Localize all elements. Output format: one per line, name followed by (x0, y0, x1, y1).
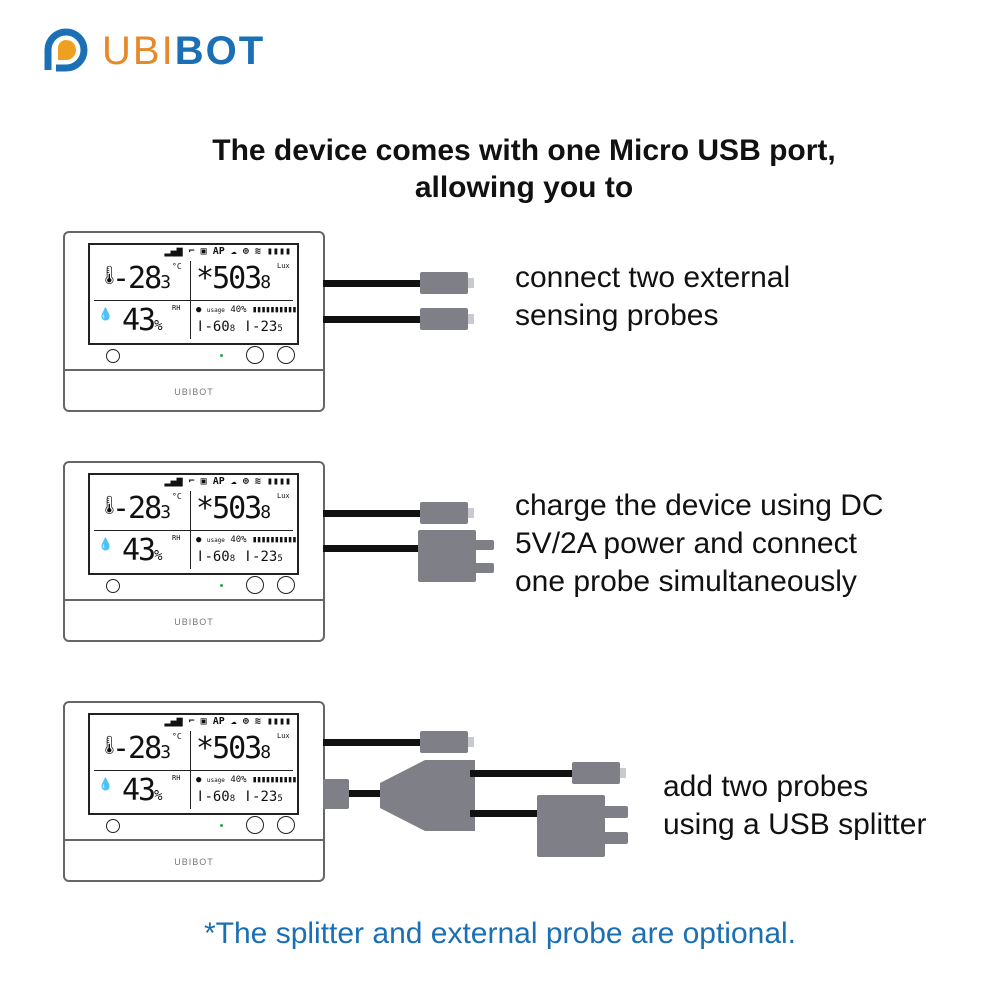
heading-line2: allowing you to (414, 171, 634, 204)
status-led (220, 354, 223, 357)
humidity-value: 43% (122, 773, 163, 808)
logo-text-bot: BOT (174, 28, 266, 73)
rh-label: RH (172, 304, 181, 312)
device-brand: UBIBOT (174, 617, 214, 627)
device-brand: UBIBOT (174, 387, 214, 397)
humidity-icon: 💧 (98, 777, 113, 791)
status-icons: ▂▄▆ ⌐ ▣ AP ☁ ⊕ ≋ ▮▮▮▮ (164, 476, 291, 487)
ubibot-device: ▂▄▆ ⌐ ▣ AP ☁ ⊕ ≋ ▮▮▮▮ 🌡 -283 °C *5038 Lu… (63, 231, 325, 412)
logo-icon (44, 28, 88, 72)
temperature-value: -283 (112, 261, 171, 296)
temperature-value: -283 (112, 731, 171, 766)
usage-readout: ● usage 40% ▮▮▮▮▮▮▮▮▮▮ (196, 305, 297, 315)
humidity-icon: 💧 (98, 537, 113, 551)
usb-splitter (380, 760, 475, 831)
device-button-right[interactable] (277, 816, 295, 834)
rh-label: RH (172, 534, 181, 542)
power-button[interactable] (106, 349, 120, 363)
lux-value: *5038 (196, 491, 271, 526)
status-icons: ▂▄▆ ⌐ ▣ AP ☁ ⊕ ≋ ▮▮▮▮ (164, 246, 291, 257)
probe-connector (420, 272, 468, 294)
heading-line1: The device comes with one Micro USB port… (212, 134, 836, 167)
cable (323, 739, 423, 746)
temperature-value: -283 (112, 491, 171, 526)
ubibot-logo: UBIBOT (40, 26, 265, 76)
usage-readout: ● usage 40% ▮▮▮▮▮▮▮▮▮▮ (196, 535, 297, 545)
lux-value: *5038 (196, 261, 271, 296)
device-button-left[interactable] (246, 816, 264, 834)
lcd-screen: ▂▄▆ ⌐ ▣ AP ☁ ⊕ ≋ ▮▮▮▮ 🌡 -283 °C *5038 Lu… (88, 243, 299, 345)
lcd-screen: ▂▄▆ ⌐ ▣ AP ☁ ⊕ ≋ ▮▮▮▮ 🌡 -283 °C *5038 Lu… (88, 713, 299, 815)
ext-probe-readings: ǀ-608 ǀ-235 (196, 319, 283, 335)
thermometer-icon: 🌡 (98, 495, 121, 516)
status-icons: ▂▄▆ ⌐ ▣ AP ☁ ⊕ ≋ ▮▮▮▮ (164, 716, 291, 727)
lux-unit: Lux (277, 262, 290, 270)
cable (323, 280, 423, 287)
footnote: *The splitter and external probe are opt… (203, 917, 797, 950)
rh-label: RH (172, 774, 181, 782)
device-button-left[interactable] (246, 576, 264, 594)
device-button-left[interactable] (246, 346, 264, 364)
status-led (220, 824, 223, 827)
power-button[interactable] (106, 579, 120, 593)
humidity-icon: 💧 (98, 307, 113, 321)
probe-connector (420, 731, 468, 753)
power-adapter (418, 530, 476, 582)
thermometer-icon: 🌡 (98, 265, 121, 286)
temp-unit: °C (172, 492, 182, 501)
device-button-right[interactable] (277, 346, 295, 364)
humidity-value: 43% (122, 303, 163, 338)
device-brand: UBIBOT (174, 857, 214, 867)
splitter-plug (323, 779, 349, 809)
ext-probe-readings: ǀ-608 ǀ-235 (196, 549, 283, 565)
temp-unit: °C (172, 262, 182, 271)
device-button-right[interactable] (277, 576, 295, 594)
probe-connector (420, 502, 468, 524)
status-led (220, 584, 223, 587)
probe-connector (572, 762, 620, 784)
power-button[interactable] (106, 819, 120, 833)
humidity-value: 43% (122, 533, 163, 568)
power-adapter (537, 795, 605, 857)
cable (323, 510, 423, 517)
cable (323, 545, 423, 552)
cable (323, 316, 423, 323)
lux-value: *5038 (196, 731, 271, 766)
lux-unit: Lux (277, 492, 290, 500)
probe-connector (420, 308, 468, 330)
temp-unit: °C (172, 732, 182, 741)
ext-probe-readings: ǀ-608 ǀ-235 (196, 789, 283, 805)
usage-readout: ● usage 40% ▮▮▮▮▮▮▮▮▮▮ (196, 775, 297, 785)
thermometer-icon: 🌡 (98, 735, 121, 756)
lcd-screen: ▂▄▆ ⌐ ▣ AP ☁ ⊕ ≋ ▮▮▮▮ 🌡 -283 °C *5038 Lu… (88, 473, 299, 575)
ubibot-device: ▂▄▆ ⌐ ▣ AP ☁ ⊕ ≋ ▮▮▮▮ 🌡 -283 °C *5038 Lu… (63, 461, 325, 642)
lux-unit: Lux (277, 732, 290, 740)
logo-text-ubi: UBI (102, 28, 175, 73)
ubibot-device: ▂▄▆ ⌐ ▣ AP ☁ ⊕ ≋ ▮▮▮▮ 🌡 -283 °C *5038 Lu… (63, 701, 325, 882)
